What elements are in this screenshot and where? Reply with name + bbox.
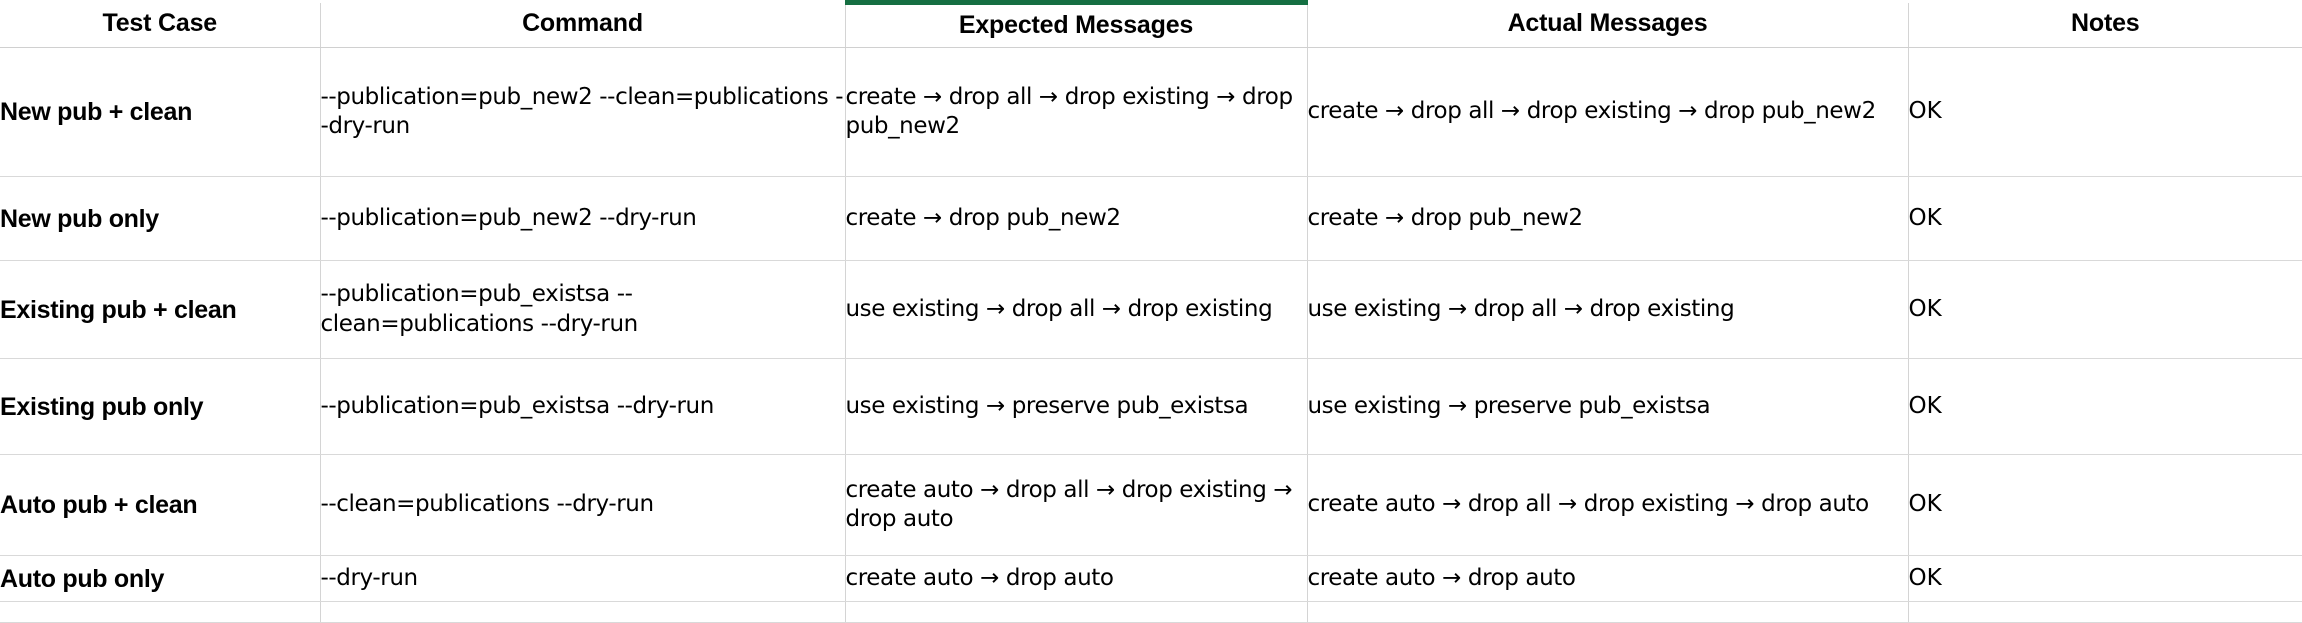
cell-notes[interactable]: OK — [1908, 176, 2302, 261]
cell-actual[interactable]: create → drop pub_new2 — [1307, 176, 1909, 261]
cell-notes[interactable]: OK — [1908, 454, 2302, 556]
cell-test-case[interactable]: New pub + clean — [0, 47, 321, 177]
cell-notes[interactable]: OK — [1908, 47, 2302, 177]
table-row-partial — [0, 601, 2302, 623]
cell-command-empty[interactable] — [320, 601, 846, 623]
cell-notes-empty[interactable] — [1908, 601, 2302, 623]
cell-command[interactable]: --clean=publications --dry-run — [320, 454, 846, 556]
table-body: New pub + clean --publication=pub_new2 -… — [0, 47, 2302, 623]
cell-test-case[interactable]: Existing pub only — [0, 358, 321, 455]
table-row: Auto pub only --dry-run create auto → dr… — [0, 555, 2302, 602]
table-row: New pub only --publication=pub_new2 --dr… — [0, 176, 2302, 261]
cell-actual[interactable]: use existing → preserve pub_existsa — [1307, 358, 1909, 455]
table-row: Existing pub + clean --publication=pub_e… — [0, 260, 2302, 359]
cell-test-case[interactable]: Existing pub + clean — [0, 260, 321, 359]
cell-command[interactable]: --publication=pub_new2 --dry-run — [320, 176, 846, 261]
column-header-test-case[interactable]: Test Case — [0, 2, 321, 48]
table-row: Auto pub + clean --clean=publications --… — [0, 454, 2302, 556]
cell-test-case-empty[interactable] — [0, 601, 321, 623]
cell-expected[interactable]: create auto → drop auto — [845, 555, 1308, 602]
cell-command[interactable]: --dry-run — [320, 555, 846, 602]
cell-command[interactable]: --publication=pub_existsa --clean=public… — [320, 260, 846, 359]
cell-actual[interactable]: use existing → drop all → drop existing — [1307, 260, 1909, 359]
table-row: New pub + clean --publication=pub_new2 -… — [0, 47, 2302, 177]
cell-notes[interactable]: OK — [1908, 358, 2302, 455]
cell-notes[interactable]: OK — [1908, 555, 2302, 602]
cell-test-case[interactable]: Auto pub + clean — [0, 454, 321, 556]
cell-expected[interactable]: create → drop pub_new2 — [845, 176, 1308, 261]
column-header-actual-messages[interactable]: Actual Messages — [1307, 2, 1909, 48]
column-header-notes[interactable]: Notes — [1908, 2, 2302, 48]
cell-actual[interactable]: create auto → drop all → drop existing →… — [1307, 454, 1909, 556]
cell-actual[interactable]: create → drop all → drop existing → drop… — [1307, 47, 1909, 177]
column-header-command[interactable]: Command — [320, 2, 846, 48]
cell-actual[interactable]: create auto → drop auto — [1307, 555, 1909, 602]
table-row: Existing pub only --publication=pub_exis… — [0, 358, 2302, 455]
column-header-expected-messages[interactable]: Expected Messages — [845, 0, 1308, 48]
cell-expected-empty[interactable] — [845, 601, 1308, 623]
cell-command[interactable]: --publication=pub_new2 --clean=publicati… — [320, 47, 846, 177]
cell-expected[interactable]: create → drop all → drop existing → drop… — [845, 47, 1308, 177]
cell-command[interactable]: --publication=pub_existsa --dry-run — [320, 358, 846, 455]
cell-test-case[interactable]: Auto pub only — [0, 555, 321, 602]
cell-expected[interactable]: use existing → drop all → drop existing — [845, 260, 1308, 359]
cell-actual-empty[interactable] — [1307, 601, 1909, 623]
cell-notes[interactable]: OK — [1908, 260, 2302, 359]
cell-test-case[interactable]: New pub only — [0, 176, 321, 261]
cell-expected[interactable]: use existing → preserve pub_existsa — [845, 358, 1308, 455]
cell-expected[interactable]: create auto → drop all → drop existing →… — [845, 454, 1308, 556]
header-row: Test Case Command Expected Messages Actu… — [0, 0, 2302, 48]
table-header: Test Case Command Expected Messages Actu… — [0, 0, 2302, 48]
